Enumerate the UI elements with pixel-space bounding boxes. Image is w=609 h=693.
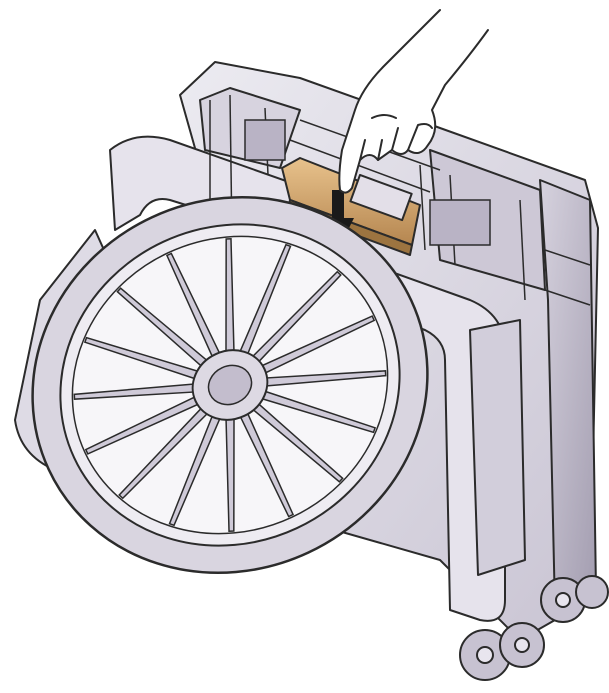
hand-icon	[338, 9, 489, 194]
wheel-spokes	[73, 237, 387, 533]
inner-frame-details	[209, 94, 591, 306]
caster-wheel-4	[575, 575, 609, 609]
rear-upright	[469, 319, 526, 576]
large-wheel	[31, 195, 429, 575]
caster-wheels	[459, 575, 609, 681]
right-armrest	[329, 249, 506, 622]
